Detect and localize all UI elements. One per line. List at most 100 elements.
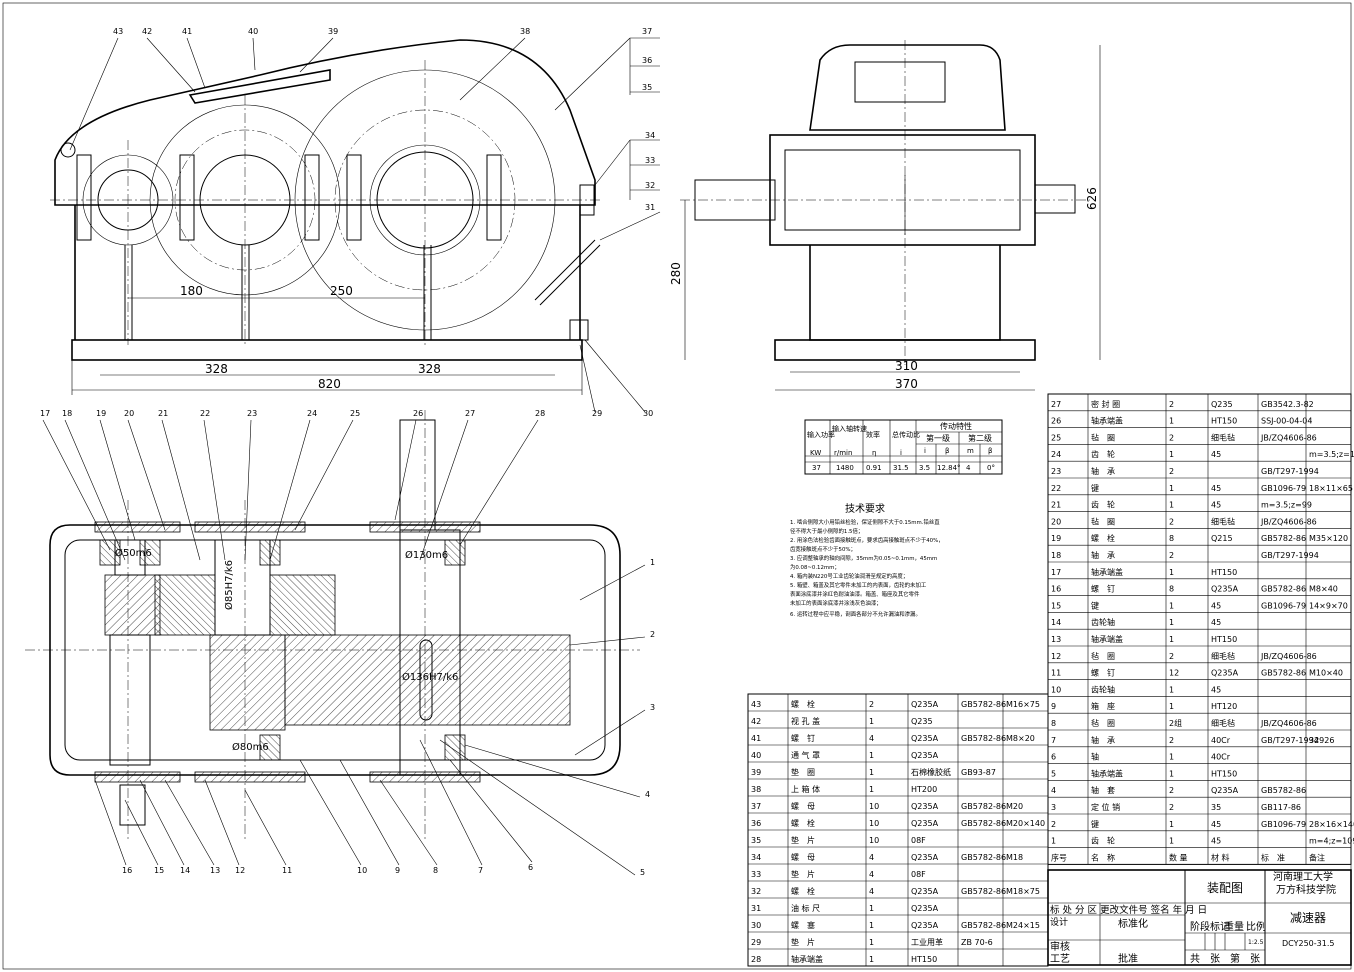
bom-cell: 45	[1211, 501, 1221, 510]
svg-text:0.91: 0.91	[866, 464, 882, 472]
bom-cell: 29	[751, 938, 761, 947]
svg-text:22: 22	[200, 409, 210, 418]
dim-370: 370	[895, 377, 918, 391]
bom-cell: GB5782-86	[1261, 786, 1306, 795]
bom-cell: 细毛毡	[1211, 432, 1235, 442]
bom-cell: GB3542.3-82	[1261, 400, 1314, 409]
svg-text:Ø50m6: Ø50m6	[115, 547, 152, 559]
bom-cell: 2	[1169, 433, 1174, 442]
bom-cell: 21	[1051, 501, 1061, 510]
bom-cell: HT150	[1211, 568, 1237, 577]
svg-text:Ø130m6: Ø130m6	[405, 549, 448, 561]
bom-cell: 10	[869, 819, 879, 828]
svg-text:传动特性: 传动特性	[940, 421, 972, 431]
svg-text:12.84°: 12.84°	[937, 464, 961, 472]
svg-text:12: 12	[235, 866, 245, 875]
bom-cell: JB/ZQ4606-86	[1260, 433, 1317, 442]
bom-cell: 15	[1051, 601, 1061, 610]
upper-housing	[54, 39, 596, 206]
bom-cell: 35	[751, 836, 761, 845]
bom-cell: GB/T297-1994	[1261, 551, 1319, 560]
front-view: 180 250 328 328 820 43 42 41 40 39 38 37…	[50, 27, 661, 418]
bom-cell: 轴承端盖	[1091, 416, 1123, 426]
svg-text:26: 26	[413, 409, 423, 418]
bom-cell: 2	[1169, 551, 1174, 560]
svg-text:43: 43	[113, 27, 123, 36]
bom-cell: 8	[1169, 585, 1174, 594]
dim-280: 280	[669, 262, 683, 285]
bom-cell: 11	[1051, 669, 1061, 678]
bom-cell: 轴承端盖	[1091, 634, 1123, 644]
bom-cell: HT150	[1211, 635, 1237, 644]
svg-text:i: i	[924, 447, 926, 455]
bom-cell: 材 料	[1211, 852, 1230, 862]
bom-cell: ZB 70-6	[961, 938, 993, 947]
svg-text:11: 11	[282, 866, 292, 875]
bom-cell: 序号	[1051, 852, 1067, 862]
svg-text:审核: 审核	[1050, 940, 1070, 953]
bom-cell: 螺 栓	[1091, 533, 1115, 543]
bom-cell: 齿 轮	[1091, 500, 1115, 510]
svg-text:比例: 比例	[1246, 920, 1266, 933]
bom-cell: 1	[1169, 837, 1174, 846]
svg-text:工艺: 工艺	[1050, 953, 1070, 965]
svg-text:3. 应调整轴承的轴向间隙，35mm为0.05~0.1mm，: 3. 应调整轴承的轴向间隙，35mm为0.05~0.1mm，45mm	[790, 554, 937, 562]
bom-cell: 定 位 销	[1091, 802, 1120, 812]
output-shaft-plan	[399, 419, 436, 531]
bom-cell: 1	[1169, 568, 1174, 577]
bom-cell: 1	[1169, 484, 1174, 493]
bom-cell: m=3.5;z=18	[1309, 450, 1354, 459]
bom-cell: 1	[1169, 417, 1174, 426]
bom-cell: Q235A	[1211, 669, 1239, 678]
svg-text:输入功率: 输入功率	[807, 430, 835, 439]
bom-cell: 17	[1051, 568, 1061, 577]
bom-cell: 毡 圈	[1091, 516, 1115, 526]
plan-callouts: 17 18 19 20 21 22 23 24 25 26 27 28 1 2 …	[40, 409, 655, 877]
plan-view: Ø50m6 Ø85H7/k6 Ø130m6 Ø136H7/k6 Ø80m6 17…	[25, 409, 655, 877]
bom-cell: GB5782-86	[961, 887, 1006, 896]
bom-cell: 4	[869, 870, 874, 879]
bom-cell: 18×11×65	[1309, 484, 1353, 493]
tech-requirements: 技术要求 1. 啮合侧隙大小用铅丝检验，保证侧隙不大于0.15mm.铅丝直 径不…	[790, 502, 944, 618]
bom-cell: GB5782-86	[961, 853, 1006, 862]
bom-cell: 12	[1169, 669, 1179, 678]
bom-cell: 细毛毡	[1211, 718, 1235, 728]
svg-text:28: 28	[535, 409, 545, 418]
bom-cell: M35×120	[1309, 534, 1348, 543]
bom-cell: 1	[1169, 450, 1174, 459]
svg-text:m: m	[967, 447, 974, 455]
bom-cell: 1	[869, 955, 874, 964]
bom-cell: 齿 轮	[1091, 449, 1115, 459]
bom-cell: 32926	[1309, 736, 1334, 745]
svg-text:16: 16	[122, 866, 132, 875]
svg-text:41: 41	[182, 27, 192, 36]
bom-cell: 37	[751, 802, 761, 811]
bom-cell: 密 封 圈	[1091, 399, 1120, 409]
bom-cell: 螺 钉	[1091, 668, 1115, 678]
bom-cell: 45	[1211, 685, 1221, 694]
bom-cell: HT200	[911, 785, 937, 794]
bom-cell: M8×20	[1006, 734, 1035, 743]
bom-cell: M24×15	[1006, 921, 1040, 930]
svg-text:9: 9	[395, 866, 400, 875]
bom-cell: 2	[869, 700, 874, 709]
bom-cell: 轴承端盖	[1091, 567, 1123, 577]
bom-cell: GB5782-86	[1261, 669, 1306, 678]
svg-text:7: 7	[478, 866, 483, 875]
bom-cell: Q235A	[911, 887, 939, 896]
bom-cell: 细毛毡	[1211, 651, 1235, 661]
svg-text:25: 25	[350, 409, 360, 418]
bom-cell: GB5782-86	[961, 921, 1006, 930]
bom-cell: 40Cr	[1211, 736, 1231, 745]
bom-cell: M18	[1006, 853, 1023, 862]
bom-cell: 26	[1051, 417, 1061, 426]
bom-cell: 轴承端盖	[791, 954, 823, 964]
bom-cell: 1	[1169, 601, 1174, 610]
bom-cell: M20×140	[1006, 819, 1045, 828]
bom-cell: 齿轮轴	[1091, 617, 1115, 627]
svg-text:32: 32	[645, 181, 655, 190]
bom-cell: 螺 栓	[791, 699, 815, 709]
bom-cell: 8	[1051, 719, 1056, 728]
bom-cell: 1	[869, 768, 874, 777]
